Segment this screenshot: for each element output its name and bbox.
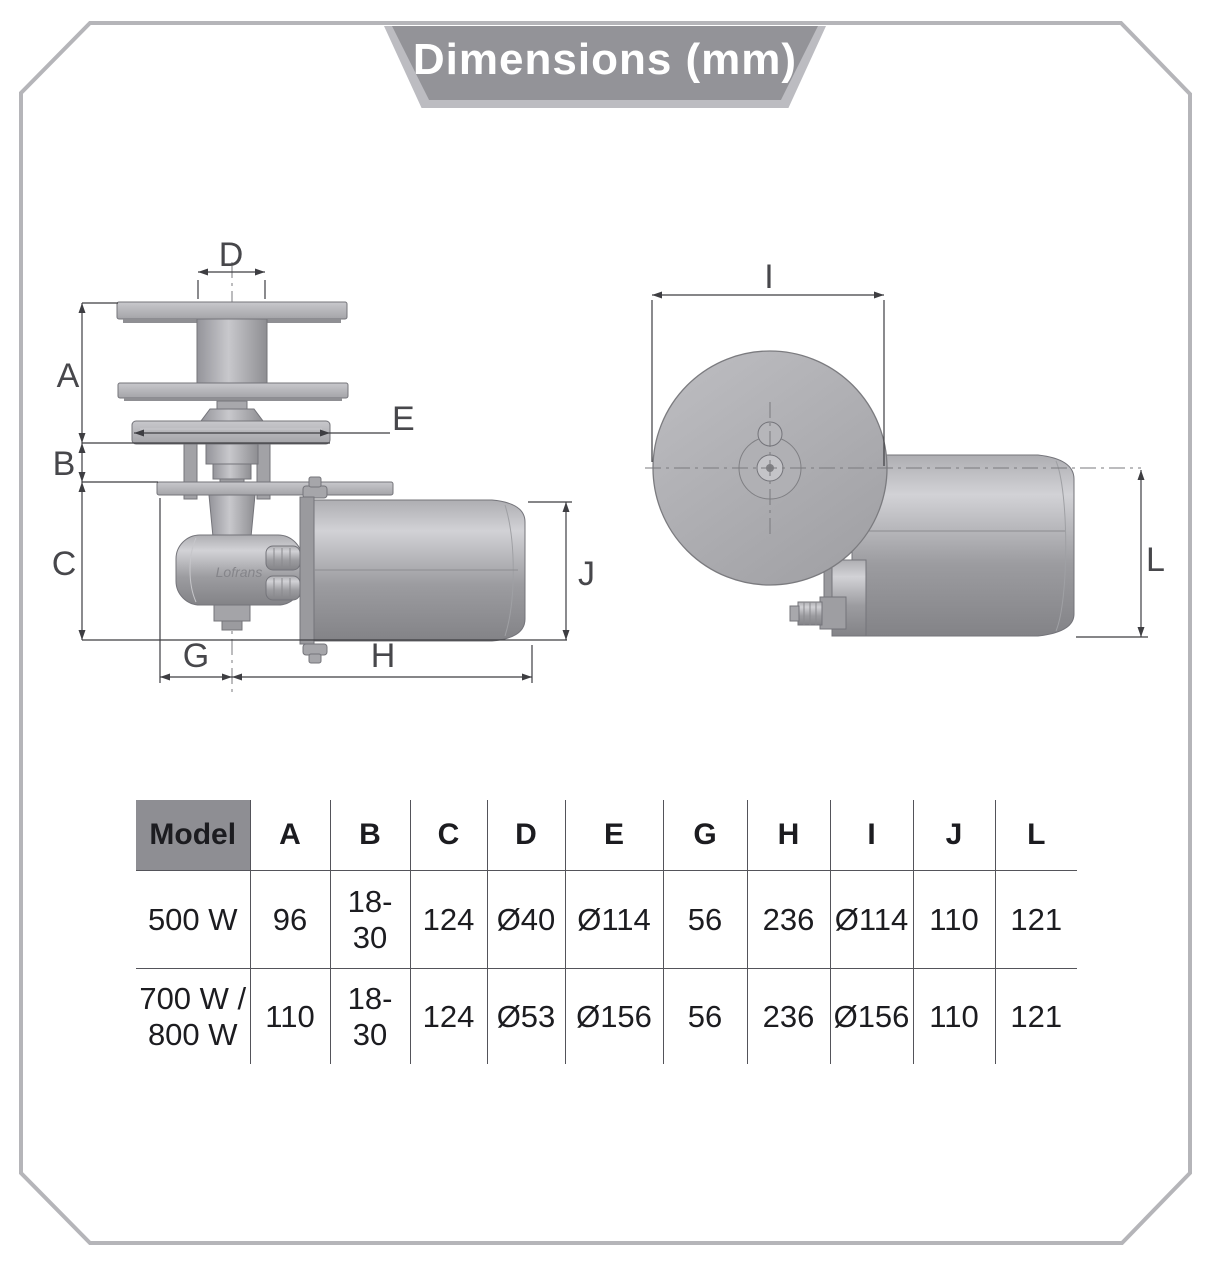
value-cell: Ø156 (564, 968, 663, 1064)
table-row: 700 W / 800 W 110 18-30 124 Ø53 Ø156 56 … (136, 968, 1077, 1065)
value-cell: 236 (746, 870, 830, 969)
page-title: Dimensions (mm) (412, 35, 798, 84)
column-header-i: I (829, 800, 913, 871)
title-banner: Dimensions (mm) (384, 26, 826, 108)
dimensions-table: Model A B C D E G H I J L 500 W 96 18-30… (136, 800, 1077, 1064)
dim-label-b: B (53, 445, 76, 483)
title-banner-inner: Dimensions (mm) (392, 26, 818, 100)
column-header-c: C (409, 800, 487, 871)
value-cell: Ø40 (486, 870, 565, 969)
dim-label-h: H (371, 637, 396, 675)
column-header-a: A (249, 800, 330, 871)
value-cell: Ø114 (564, 870, 663, 969)
model-name-line2: 800 W (147, 1016, 238, 1052)
value-cell: Ø156 (829, 968, 913, 1064)
value-cell: 110 (249, 968, 330, 1064)
value-cell: 56 (662, 968, 747, 1064)
value-cell: 121 (994, 870, 1077, 969)
dim-label-l: L (1146, 541, 1165, 579)
dim-label-d: D (219, 236, 244, 274)
gearbox-brand-text: Lofrans (216, 564, 263, 580)
model-name-cell: 500 W (136, 870, 250, 969)
side-view-drawing: Lofrans (116, 262, 526, 695)
column-header-j: J (912, 800, 995, 871)
value-cell: 110 (912, 870, 995, 969)
table-row: 500 W 96 18-30 124 Ø40 Ø114 56 236 Ø114 … (136, 870, 1077, 969)
dim-label-e: E (392, 400, 415, 438)
value-cell: 18-30 (329, 968, 410, 1064)
value-cell: Ø114 (829, 870, 913, 969)
value-cell: 121 (994, 968, 1077, 1064)
front-view-drawing (645, 350, 1141, 637)
dim-label-i: I (764, 258, 773, 296)
column-header-l: L (994, 800, 1077, 871)
dimension-lines (78, 268, 1148, 683)
dim-label-c: C (52, 545, 77, 583)
dim-label-a: A (57, 357, 80, 395)
page-frame-border (19, 21, 1192, 1245)
value-cell: 96 (249, 870, 330, 969)
value-cell: 124 (409, 870, 487, 969)
column-header-b: B (329, 800, 410, 871)
model-name-cell: 700 W / 800 W (136, 969, 250, 1065)
value-cell: 124 (409, 968, 487, 1064)
value-cell: 56 (662, 870, 747, 969)
model-header-cell: Model (136, 800, 250, 871)
dimension-labels: D A B C E G H J I L (52, 236, 1165, 675)
column-header-e: E (564, 800, 663, 871)
dim-label-g: G (183, 637, 209, 675)
value-cell: 110 (912, 968, 995, 1064)
column-header-g: G (662, 800, 747, 871)
value-cell: Ø53 (486, 968, 565, 1064)
dim-label-j: J (578, 555, 595, 593)
table-header-row: Model A B C D E G H I J L (136, 800, 1077, 871)
column-header-h: H (746, 800, 830, 871)
value-cell: 18-30 (329, 870, 410, 969)
column-header-d: D (486, 800, 565, 871)
value-cell: 236 (746, 968, 830, 1064)
model-name-line1: 700 W / (139, 980, 247, 1016)
